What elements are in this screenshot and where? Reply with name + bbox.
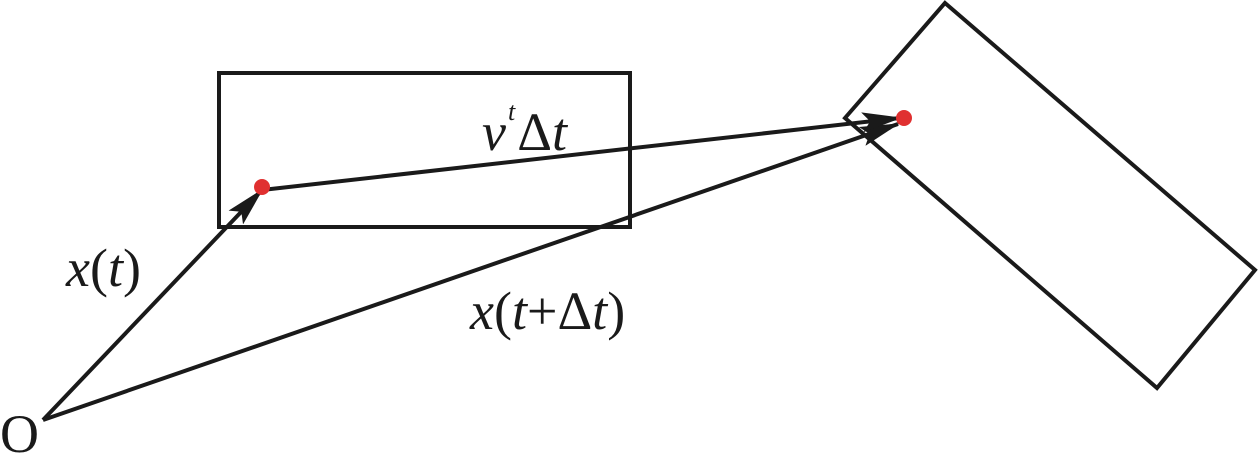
position-vector-x-t-plus-dt — [42, 122, 900, 422]
label-x-t: x(t) — [65, 238, 141, 298]
label-x-t-plus-dt: x(t+Δt) — [469, 281, 625, 341]
label-v-dt-delta: Δ — [517, 102, 552, 162]
label-x-t-plus-dt-t1: t — [512, 281, 529, 341]
label-x-t-plus-dt-t2: t — [592, 281, 609, 341]
body-at-time-t — [217, 71, 632, 229]
label-v-dt: vtΔt — [482, 97, 569, 162]
label-x-t-plus-dt-x: x — [469, 281, 494, 341]
position-vector-x-t — [41, 188, 264, 422]
label-x-t-t: t — [108, 238, 125, 298]
label-x-t-plus-dt-close: ) — [607, 281, 625, 341]
label-x-t-x: x — [65, 238, 90, 298]
label-x-t-plus-dt-plus: + — [527, 281, 557, 341]
body-at-time-t-plus-dt — [842, 0, 1258, 391]
label-x-t-open: ( — [90, 238, 108, 298]
label-v-dt-v: v — [482, 102, 506, 162]
point-at-time-t — [254, 179, 270, 195]
label-x-t-plus-dt-open: ( — [494, 281, 512, 341]
label-x-t-plus-dt-delta: Δ — [557, 281, 592, 341]
displacement-vector-v-dt — [261, 112, 902, 192]
label-v-dt-t: t — [552, 102, 569, 162]
label-v-dt-sup: t — [508, 97, 516, 126]
label-x-t-close: ) — [123, 238, 141, 298]
point-at-time-t-plus-dt — [896, 110, 912, 126]
origin-label: O — [0, 404, 39, 455]
